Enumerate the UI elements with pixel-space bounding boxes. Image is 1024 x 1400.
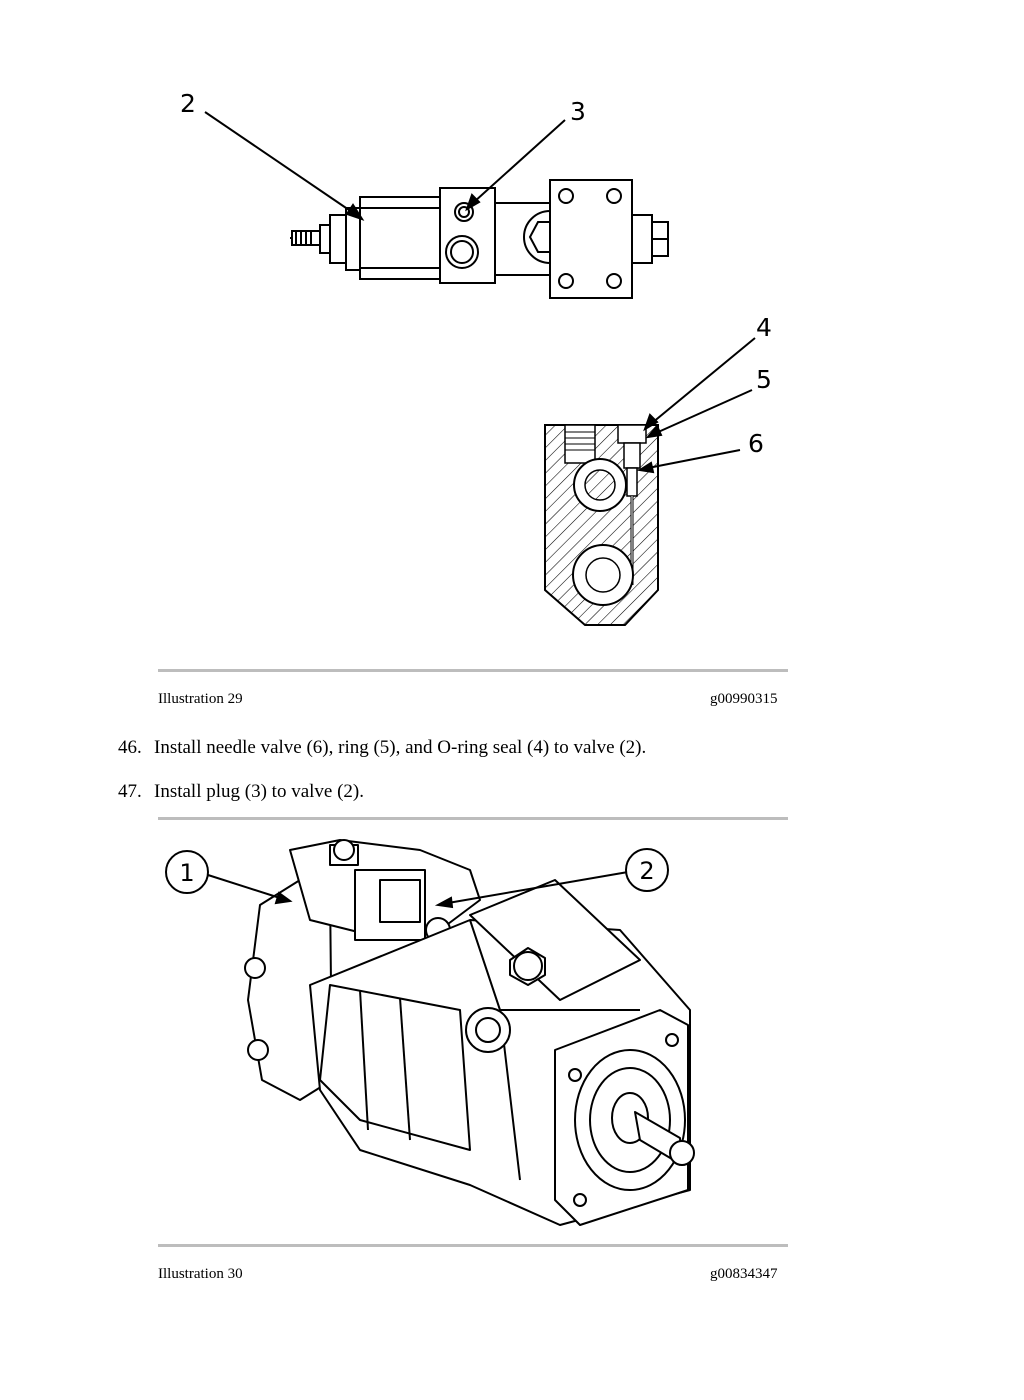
illustration-29-label: Illustration 29 — [158, 691, 243, 707]
callout-5: 5 — [756, 365, 772, 394]
valve-section-view — [544, 424, 659, 626]
callout-1: 1 — [179, 859, 194, 887]
callout-6: 6 — [748, 429, 764, 458]
illustration-29-id: g00990315 — [710, 691, 778, 707]
hydraulic-pump — [244, 839, 695, 1226]
step-47-text: Install plug (3) to valve (2). — [154, 781, 365, 802]
callout-1-circle — [165, 850, 209, 894]
divider — [158, 1244, 788, 1247]
divider — [158, 817, 788, 820]
step-47: 47. Install plug (3) to valve (2). — [118, 781, 364, 803]
step-46: 46. Install needle valve (6), ring (5), a… — [118, 737, 646, 759]
illustration-30-label: Illustration 30 — [158, 1266, 243, 1282]
illustration-30-id: g00834347 — [710, 1266, 778, 1282]
illustration-29-drawing: 2 3 4 5 6 — [180, 89, 772, 626]
divider — [158, 669, 788, 672]
step-46-text: Install needle valve (6), ring (5), and … — [154, 737, 647, 758]
callout-2: 2 — [639, 857, 654, 885]
callout-4: 4 — [756, 313, 772, 342]
callout-2-circle — [625, 848, 669, 892]
step-46-number: 46. — [118, 737, 142, 758]
callout-2: 2 — [180, 89, 196, 118]
illustration-30-drawing: 1 2 — [165, 839, 695, 1226]
step-47-number: 47. — [118, 781, 142, 802]
callout-3: 3 — [570, 97, 586, 126]
valve-assembly-top-view — [290, 179, 669, 299]
